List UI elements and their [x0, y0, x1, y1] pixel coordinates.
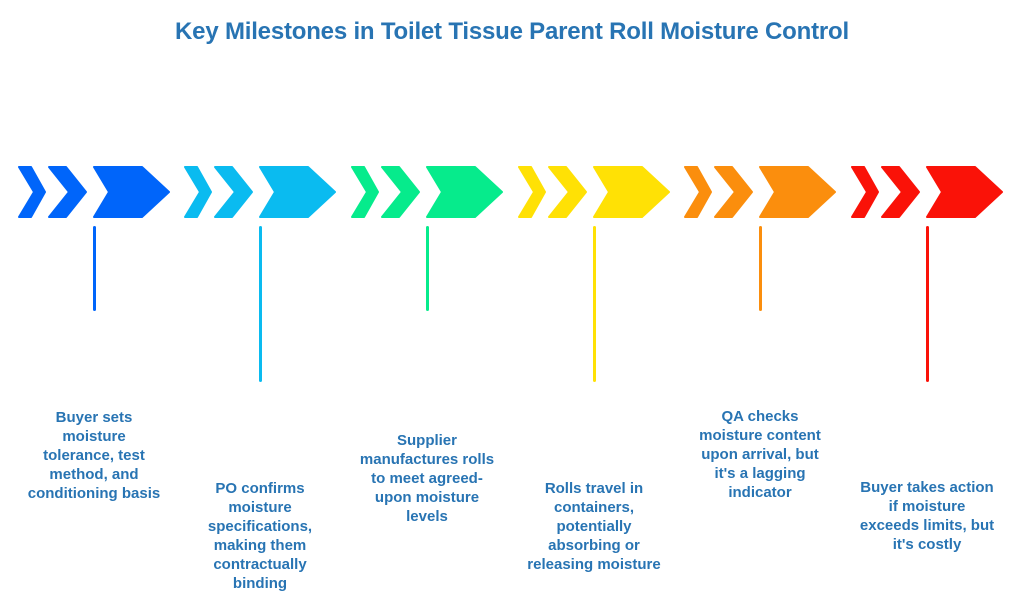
milestone-connector-line	[592, 226, 596, 382]
triple-chevron-right-icon	[351, 166, 503, 218]
chevron-small-1-icon	[18, 166, 46, 218]
milestone-description: Supplier manufactures rolls to meet agre…	[359, 432, 495, 525]
chevron-small-1-icon	[684, 166, 712, 218]
chevron-small-2-icon	[881, 166, 920, 218]
milestone-3: Supplier manufactures rolls to meet agre…	[342, 0, 512, 601]
chevron-small-1-icon	[351, 166, 379, 218]
chevron-small-2-icon	[214, 166, 253, 218]
milestone-4: Rolls travel in containers, potentially …	[509, 0, 679, 601]
triple-chevron-right-icon	[184, 166, 336, 218]
triple-chevron-right-icon	[518, 166, 670, 218]
chevron-arrow-large-icon	[426, 166, 503, 218]
milestone-1: Buyer sets moisture tolerance, test meth…	[9, 0, 179, 601]
milestone-description: Rolls travel in containers, potentially …	[527, 480, 661, 573]
milestone-5: QA checks moisture content upon arrival,…	[675, 0, 845, 601]
triple-chevron-right-icon	[851, 166, 1003, 218]
milestone-6: Buyer takes action if moisture exceeds l…	[842, 0, 1012, 601]
triple-chevron-right-icon	[18, 166, 170, 218]
triple-chevron-right-icon	[684, 166, 836, 218]
chevron-small-1-icon	[184, 166, 212, 218]
chevron-small-2-icon	[48, 166, 87, 218]
chevron-arrow-large-icon	[93, 166, 170, 218]
milestone-connector-line	[925, 226, 929, 382]
milestone-connector-line	[92, 226, 96, 311]
milestone-connector-line	[758, 226, 762, 311]
milestone-description: PO confirms moisture specifications, mak…	[207, 480, 313, 592]
chevron-arrow-large-icon	[759, 166, 836, 218]
chevron-arrow-large-icon	[926, 166, 1003, 218]
chevron-small-2-icon	[548, 166, 587, 218]
chevron-small-1-icon	[851, 166, 879, 218]
chevron-small-2-icon	[714, 166, 753, 218]
milestone-connector-line	[425, 226, 429, 311]
page-title: Key Milestones in Toilet Tissue Parent R…	[175, 18, 849, 45]
chevron-small-2-icon	[381, 166, 420, 218]
chevron-arrow-large-icon	[259, 166, 336, 218]
milestone-description: Buyer sets moisture tolerance, test meth…	[27, 409, 161, 502]
milestone-2: PO confirms moisture specifications, mak…	[175, 0, 345, 601]
milestone-description: Buyer takes action if moisture exceeds l…	[859, 479, 995, 553]
chevron-small-1-icon	[518, 166, 546, 218]
milestone-connector-line	[258, 226, 262, 382]
chevron-arrow-large-icon	[593, 166, 670, 218]
milestone-description: QA checks moisture content upon arrival,…	[699, 408, 821, 501]
